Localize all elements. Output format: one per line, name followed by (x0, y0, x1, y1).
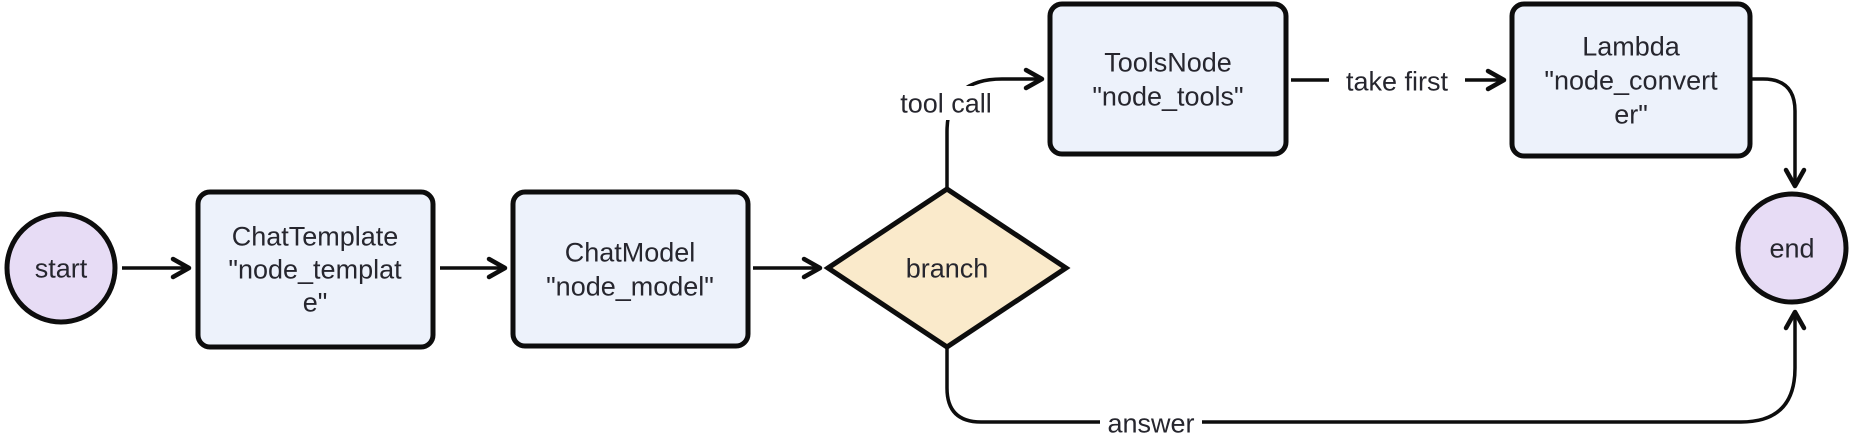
node-toolsnode: ToolsNode "node_tools" (1047, 1, 1289, 157)
edge-label-text: take first (1346, 66, 1449, 96)
edge-label-text: answer (1107, 408, 1194, 438)
edge-label-bg (1100, 406, 1202, 440)
edge-label-bg (1329, 64, 1465, 98)
start-label: start (35, 253, 88, 283)
lambda-label-line2: "node_convert (1544, 65, 1718, 95)
chatmodel-label-line1: ChatModel (565, 237, 696, 267)
node-chattemplate: ChatTemplate "node_templat e" (195, 189, 436, 350)
node-end: end (1735, 191, 1849, 305)
edge-branch-to-end (945, 309, 1807, 424)
lambda-label-line1: Lambda (1582, 31, 1681, 61)
edge-label-answer: answer (1100, 406, 1202, 440)
node-branch: branch (823, 185, 1071, 351)
branch-label: branch (906, 253, 989, 283)
edge-label-take-first: take first (1329, 64, 1465, 98)
edge-converter-to-end (1750, 77, 1807, 189)
chattemplate-label-line3: e" (303, 287, 328, 317)
node-lambda: Lambda "node_convert er" (1509, 1, 1753, 159)
chatmodel-rect (510, 189, 751, 349)
branch-diamond (823, 185, 1071, 351)
lambda-rect (1509, 1, 1753, 159)
end-circle (1735, 191, 1849, 305)
chattemplate-label-line1: ChatTemplate (232, 221, 399, 251)
end-label: end (1769, 233, 1814, 263)
start-circle (4, 211, 118, 325)
edge-label-text: tool call (900, 88, 992, 118)
node-start: start (4, 211, 118, 325)
edge-label-tool-call: tool call (884, 86, 1008, 120)
chattemplate-rect (195, 189, 436, 350)
toolsnode-rect (1047, 1, 1289, 157)
edge-label-bg (884, 86, 1008, 120)
toolsnode-label-line2: "node_tools" (1092, 81, 1243, 111)
lambda-label-line3: er" (1614, 99, 1648, 129)
chatmodel-label-line2: "node_model" (546, 271, 714, 301)
chattemplate-label-line2: "node_templat (228, 254, 402, 284)
node-chatmodel: ChatModel "node_model" (510, 189, 751, 349)
toolsnode-label-line1: ToolsNode (1104, 47, 1232, 77)
